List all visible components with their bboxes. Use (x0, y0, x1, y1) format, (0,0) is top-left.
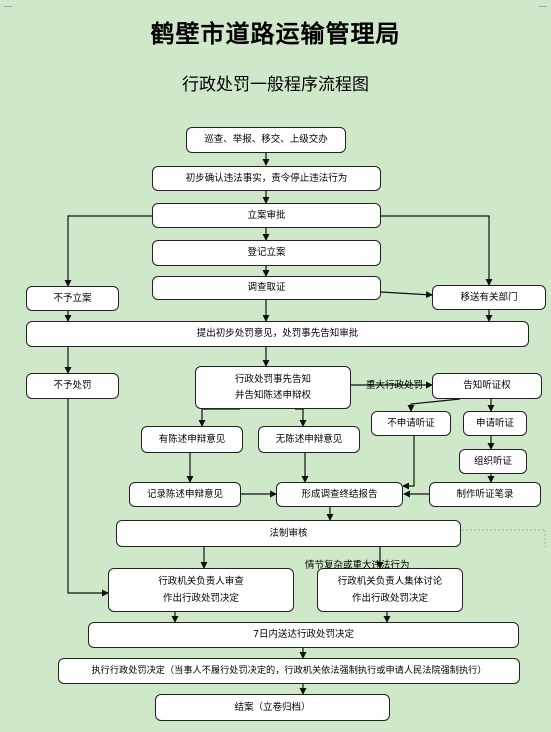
step-no-filing: 不予立案 (26, 286, 119, 311)
step-label: 申请听证 (475, 417, 514, 429)
step-label: 法制审核 (269, 527, 308, 539)
page-corner-mark-right (539, 0, 547, 7)
step-label: 结案（立卷归档） (234, 701, 311, 713)
page-corner-mark-left (4, 0, 12, 7)
step-no-statement: 无陈述申辩意见 (258, 426, 360, 453)
step-label: 不申请听证 (387, 417, 435, 429)
step-register-case: 登记立案 (152, 240, 381, 266)
step-collective-discussion: 行政机关负责人集体讨论 作出行政处罚决定 (317, 568, 463, 612)
step-no-hearing: 不申请听证 (371, 411, 451, 436)
step-label: 调查取证 (247, 282, 286, 294)
step-label: 巡查、举报、移交、上级交办 (204, 134, 328, 146)
step-label-line1: 行政处罚事先告知 (234, 373, 311, 385)
page-subtitle: 行政处罚一般程序流程图 (182, 75, 369, 95)
step-no-penalty: 不予处罚 (26, 373, 119, 399)
step-label: 执行行政处罚决定（当事人不履行处罚决定的，行政机关依法强制执行或申请人民法院强制… (91, 665, 487, 677)
step-label: 初步确认违法事实，责令停止违法行为 (185, 172, 348, 184)
step-filing-approval: 立案审批 (152, 203, 381, 228)
step-label: 制作听证笔录 (456, 488, 514, 500)
step-label: 记录陈述申辩意见 (146, 488, 223, 500)
step-label: 有陈述申辩意见 (158, 433, 226, 445)
step-label: 提出初步处罚意见，处罚事先告知审批 (196, 328, 359, 340)
step-label: 登记立案 (247, 247, 286, 259)
step-legal-review: 法制审核 (116, 520, 461, 547)
step-label: 不予处罚 (53, 380, 92, 392)
step-label: 移送有关部门 (460, 291, 518, 303)
step-initial-confirm: 初步确认违法事实，责令停止违法行为 (152, 166, 381, 191)
page-title: 鹤壁市道路运输管理局 (150, 20, 401, 48)
step-close-case: 结案（立卷归档） (155, 694, 390, 721)
step-label: 形成调查终结报告 (301, 488, 378, 500)
step-apply-hearing: 申请听证 (463, 411, 527, 436)
step-transfer-department: 移送有关部门 (432, 285, 546, 310)
step-prior-notice: 行政处罚事先告知 并告知陈述申辩权 (195, 366, 351, 409)
step-label: 无陈述申辩意见 (275, 433, 343, 445)
step-label: 组织听证 (473, 455, 512, 467)
step-label: 7日内送达行政处罚决定 (252, 629, 355, 641)
step-organize-hearing: 组织听证 (459, 449, 527, 474)
step-patrol-report: 巡查、举报、移交、上级交办 (186, 127, 346, 153)
step-label: 不予立案 (53, 292, 92, 304)
step-investigate: 调查取证 (152, 276, 381, 300)
step-label-line1: 行政机关负责人集体讨论 (337, 575, 443, 587)
branch-label-major-penalty: 重大行政处罚 (366, 380, 424, 391)
step-label-line1: 行政机关负责人审查 (158, 575, 244, 587)
step-initial-penalty-opinion: 提出初步处罚意见，处罚事先告知审批 (26, 321, 529, 347)
step-execute-decision: 执行行政处罚决定（当事人不履行处罚决定的，行政机关依法强制执行或申请人民法院强制… (58, 658, 520, 684)
step-label-line2: 作出行政处罚决定 (162, 592, 239, 604)
step-label: 立案审批 (247, 209, 286, 221)
step-head-review: 行政机关负责人审查 作出行政处罚决定 (108, 568, 294, 612)
step-deliver-decision: 7日内送达行政处罚决定 (88, 622, 519, 648)
branch-label-complex-case: 情节复杂或重大违法行为 (305, 560, 410, 571)
step-label: 告知听证权 (463, 380, 511, 392)
step-label-line2: 并告知陈述申辩权 (234, 389, 311, 401)
step-label-line2: 作出行政处罚决定 (351, 592, 428, 604)
step-hearing-record: 制作听证笔录 (429, 482, 541, 507)
step-has-statement: 有陈述申辩意见 (141, 426, 243, 453)
step-hearing-notice: 告知听证权 (432, 373, 542, 399)
step-final-report: 形成调查终结报告 (276, 482, 403, 507)
step-record-statement: 记录陈述申辩意见 (129, 482, 241, 507)
